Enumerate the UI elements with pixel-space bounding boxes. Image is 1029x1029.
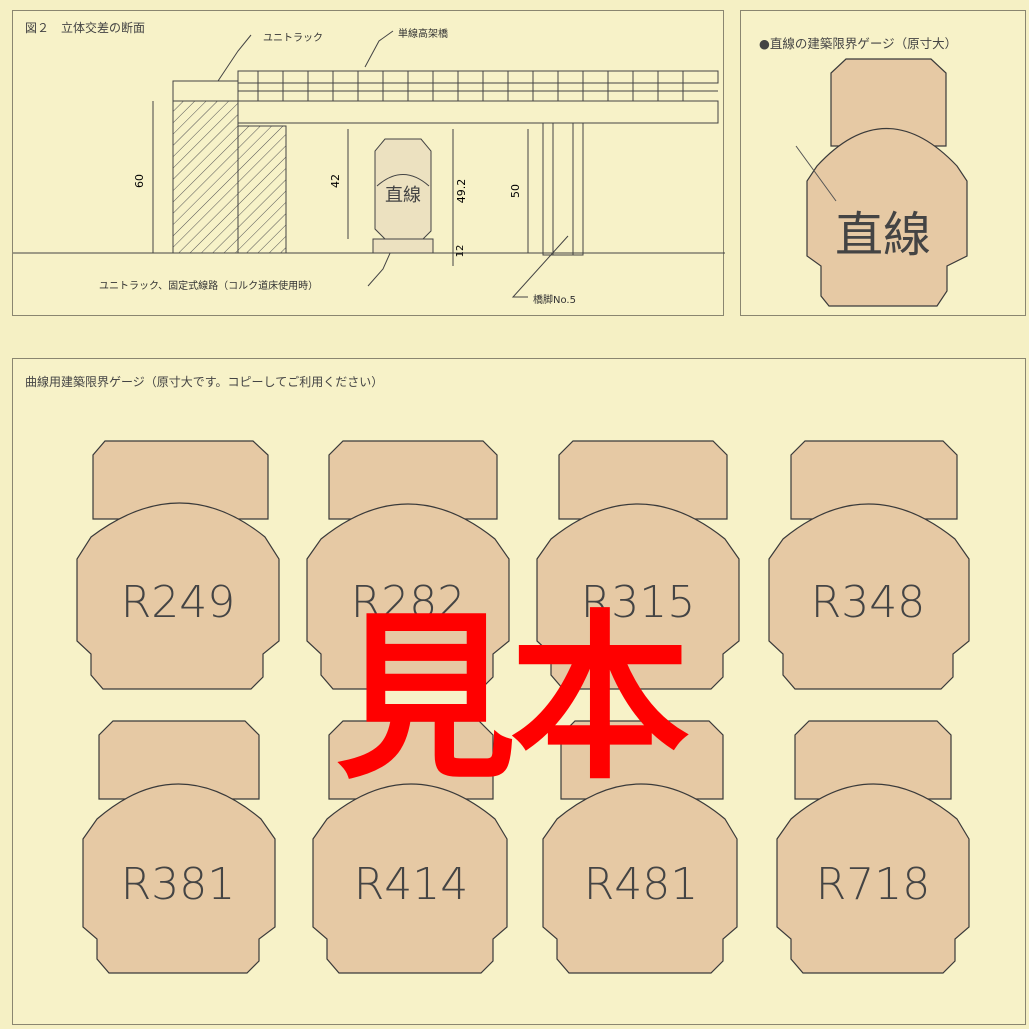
viaduct-leader xyxy=(364,30,394,68)
gauge-r718: R718 xyxy=(776,720,970,974)
mini-gauge-label: 直線 xyxy=(385,185,421,206)
straight-gauge-title: ●直線の建築限界ゲージ（原寸大） xyxy=(759,36,958,51)
viaduct-label: 単線高架橋 xyxy=(398,29,448,40)
dim-50: 50 xyxy=(509,184,522,198)
mini-track xyxy=(372,238,434,254)
railing-posts xyxy=(257,71,684,101)
gauge-label-r249: R249 xyxy=(121,577,236,628)
gauge-r381: R381 xyxy=(82,720,276,974)
unitrack-leader xyxy=(217,34,252,82)
embankment-right xyxy=(237,125,287,254)
gauge-label-r315: R315 xyxy=(581,577,696,628)
straight-gauge-pointer xyxy=(795,145,837,202)
straight-gauge-panel: ●直線の建築限界ゲージ（原寸大） 直線 xyxy=(740,10,1026,316)
gauge-r348: R348 xyxy=(768,440,970,690)
cross-section-drawing: 60 42 49.2 50 12 直線 xyxy=(13,30,725,298)
straight-gauge-label: 直線 xyxy=(835,207,931,263)
figure2-title: 図２ 立体交差の断面 xyxy=(25,21,146,35)
embankment-left xyxy=(172,100,239,254)
viaduct-deck xyxy=(237,100,719,124)
curve-gauge-grid: R249 R282 R315 R348 R381 R414 xyxy=(76,440,970,974)
pier xyxy=(542,122,584,256)
gauge-label-r481: R481 xyxy=(584,859,699,910)
dim-12: 12 xyxy=(455,245,466,258)
bottom-track-label: ユニトラック、固定式線路（コルク道床使用時） xyxy=(99,281,319,292)
pier-leader xyxy=(511,235,569,298)
curve-gauges-panel: 曲線用建築限界ゲージ（原寸大です。コピーしてご利用ください） R249 R282… xyxy=(12,358,1026,1025)
gauge-r414: R414 xyxy=(312,720,508,974)
gauge-label-r348: R348 xyxy=(811,577,926,628)
gauge-r249: R249 xyxy=(76,440,280,690)
gauge-label-r381: R381 xyxy=(121,859,236,910)
dim-60: 60 xyxy=(133,174,146,188)
gauge-r282: R282 xyxy=(306,440,510,690)
gauge-r315: R315 xyxy=(536,440,740,690)
unitrack-label: ユニトラック xyxy=(263,33,323,44)
gauge-label-r414: R414 xyxy=(354,859,469,910)
gauge-label-r282: R282 xyxy=(351,577,466,628)
curve-gauges-title: 曲線用建築限界ゲージ（原寸大です。コピーしてご利用ください） xyxy=(25,375,384,389)
gauge-r481: R481 xyxy=(542,720,738,974)
embankment-top-track xyxy=(172,80,239,102)
gauge-label-r718: R718 xyxy=(816,859,931,910)
bottom-leader xyxy=(367,250,392,287)
dim-49-2: 49.2 xyxy=(455,179,468,204)
pier-label: 橋脚No.5 xyxy=(533,295,576,306)
dim-42: 42 xyxy=(329,174,342,188)
straight-gauge-drawing: 直線 xyxy=(795,58,968,307)
figure2-panel: 図２ 立体交差の断面 ユニトラック 単線高架橋 ユニトラック、固定式線路（コルク… xyxy=(12,10,725,316)
viaduct-railing xyxy=(237,70,719,84)
dimension-lines xyxy=(152,101,529,266)
